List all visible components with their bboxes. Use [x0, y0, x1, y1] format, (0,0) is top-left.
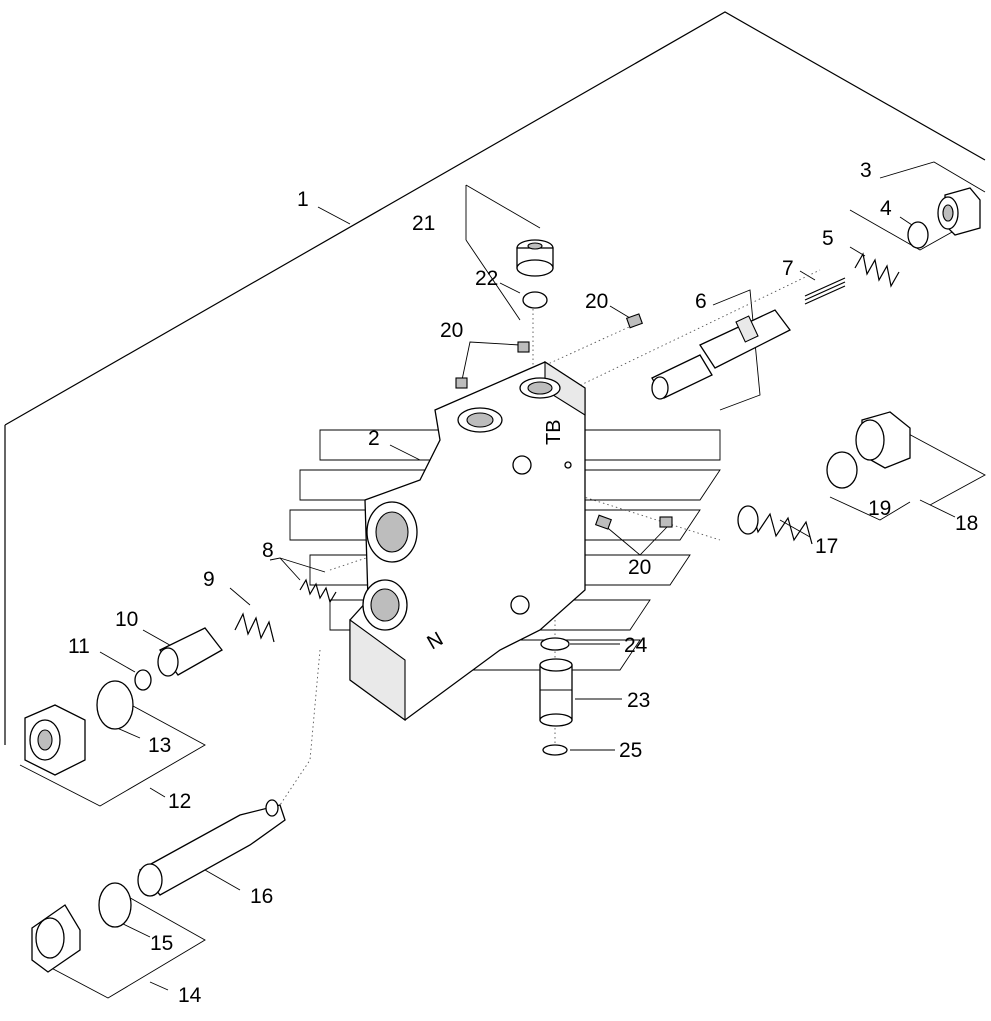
- pin-7: [804, 277, 846, 305]
- callout-6: 6: [695, 290, 707, 313]
- plug-12: [24, 704, 86, 776]
- spring-8: [299, 578, 337, 604]
- callout-23: 23: [627, 689, 650, 712]
- screw-20-c: [455, 377, 468, 389]
- callout-25: 25: [619, 739, 642, 762]
- spool-6: [651, 309, 791, 400]
- spring-9: [234, 612, 275, 643]
- callout-14: 14: [178, 984, 202, 1007]
- callout-8: 8: [262, 539, 274, 562]
- spool-10: [157, 627, 223, 677]
- spool-16: [137, 799, 286, 897]
- callout-22: 22: [475, 267, 498, 290]
- oring-4: [907, 221, 929, 249]
- callout-7: 7: [782, 257, 794, 280]
- oring-22: [522, 291, 548, 309]
- callout-19: 19: [868, 497, 891, 520]
- oring-19: [826, 451, 858, 489]
- callout-20-top: 20: [585, 290, 608, 313]
- callout-18: 18: [955, 512, 978, 535]
- oring-15: [98, 882, 132, 928]
- callout-15: 15: [150, 932, 173, 955]
- valve-body: TB N: [349, 360, 586, 722]
- callout-20-mid: 20: [440, 319, 463, 342]
- body-stamp-tb: TB: [543, 419, 565, 445]
- oring-25: [542, 744, 568, 756]
- callout-4: 4: [880, 197, 892, 220]
- spring-5: [854, 252, 900, 288]
- oring-24: [540, 637, 570, 651]
- callout-21: 21: [412, 212, 435, 235]
- callout-2: 2: [368, 427, 380, 450]
- callout-13: 13: [148, 734, 171, 757]
- plug-18: [855, 411, 911, 469]
- oring-13: [96, 680, 134, 730]
- fitting-23: [539, 658, 573, 727]
- callout-9: 9: [203, 568, 215, 591]
- callout-5: 5: [822, 227, 834, 250]
- callout-20-right: 20: [628, 556, 651, 579]
- screw-20-d: [594, 514, 612, 530]
- callout-10: 10: [115, 608, 138, 631]
- plug-21: [516, 239, 554, 277]
- spring-17: [737, 505, 813, 545]
- callout-1: 1: [297, 188, 309, 211]
- screw-20-b: [517, 341, 530, 353]
- plug-3: [937, 187, 981, 236]
- callout-24: 24: [624, 634, 648, 657]
- callout-12: 12: [168, 790, 191, 813]
- ball-11: [134, 669, 152, 691]
- screw-20-a: [625, 313, 643, 329]
- callout-11: 11: [68, 635, 90, 658]
- assembly-bracket-1: [4, 11, 986, 745]
- callout-labels: 1 2 3 4 5 6 7 8 9 10 11 12 13 14 15 16 1…: [68, 159, 978, 1007]
- callout-3: 3: [860, 159, 872, 182]
- leader-lines: [19, 161, 986, 999]
- screw-20-e: [659, 516, 673, 528]
- plug-14: [31, 904, 81, 973]
- callout-16: 16: [250, 885, 273, 908]
- callout-17: 17: [815, 535, 838, 558]
